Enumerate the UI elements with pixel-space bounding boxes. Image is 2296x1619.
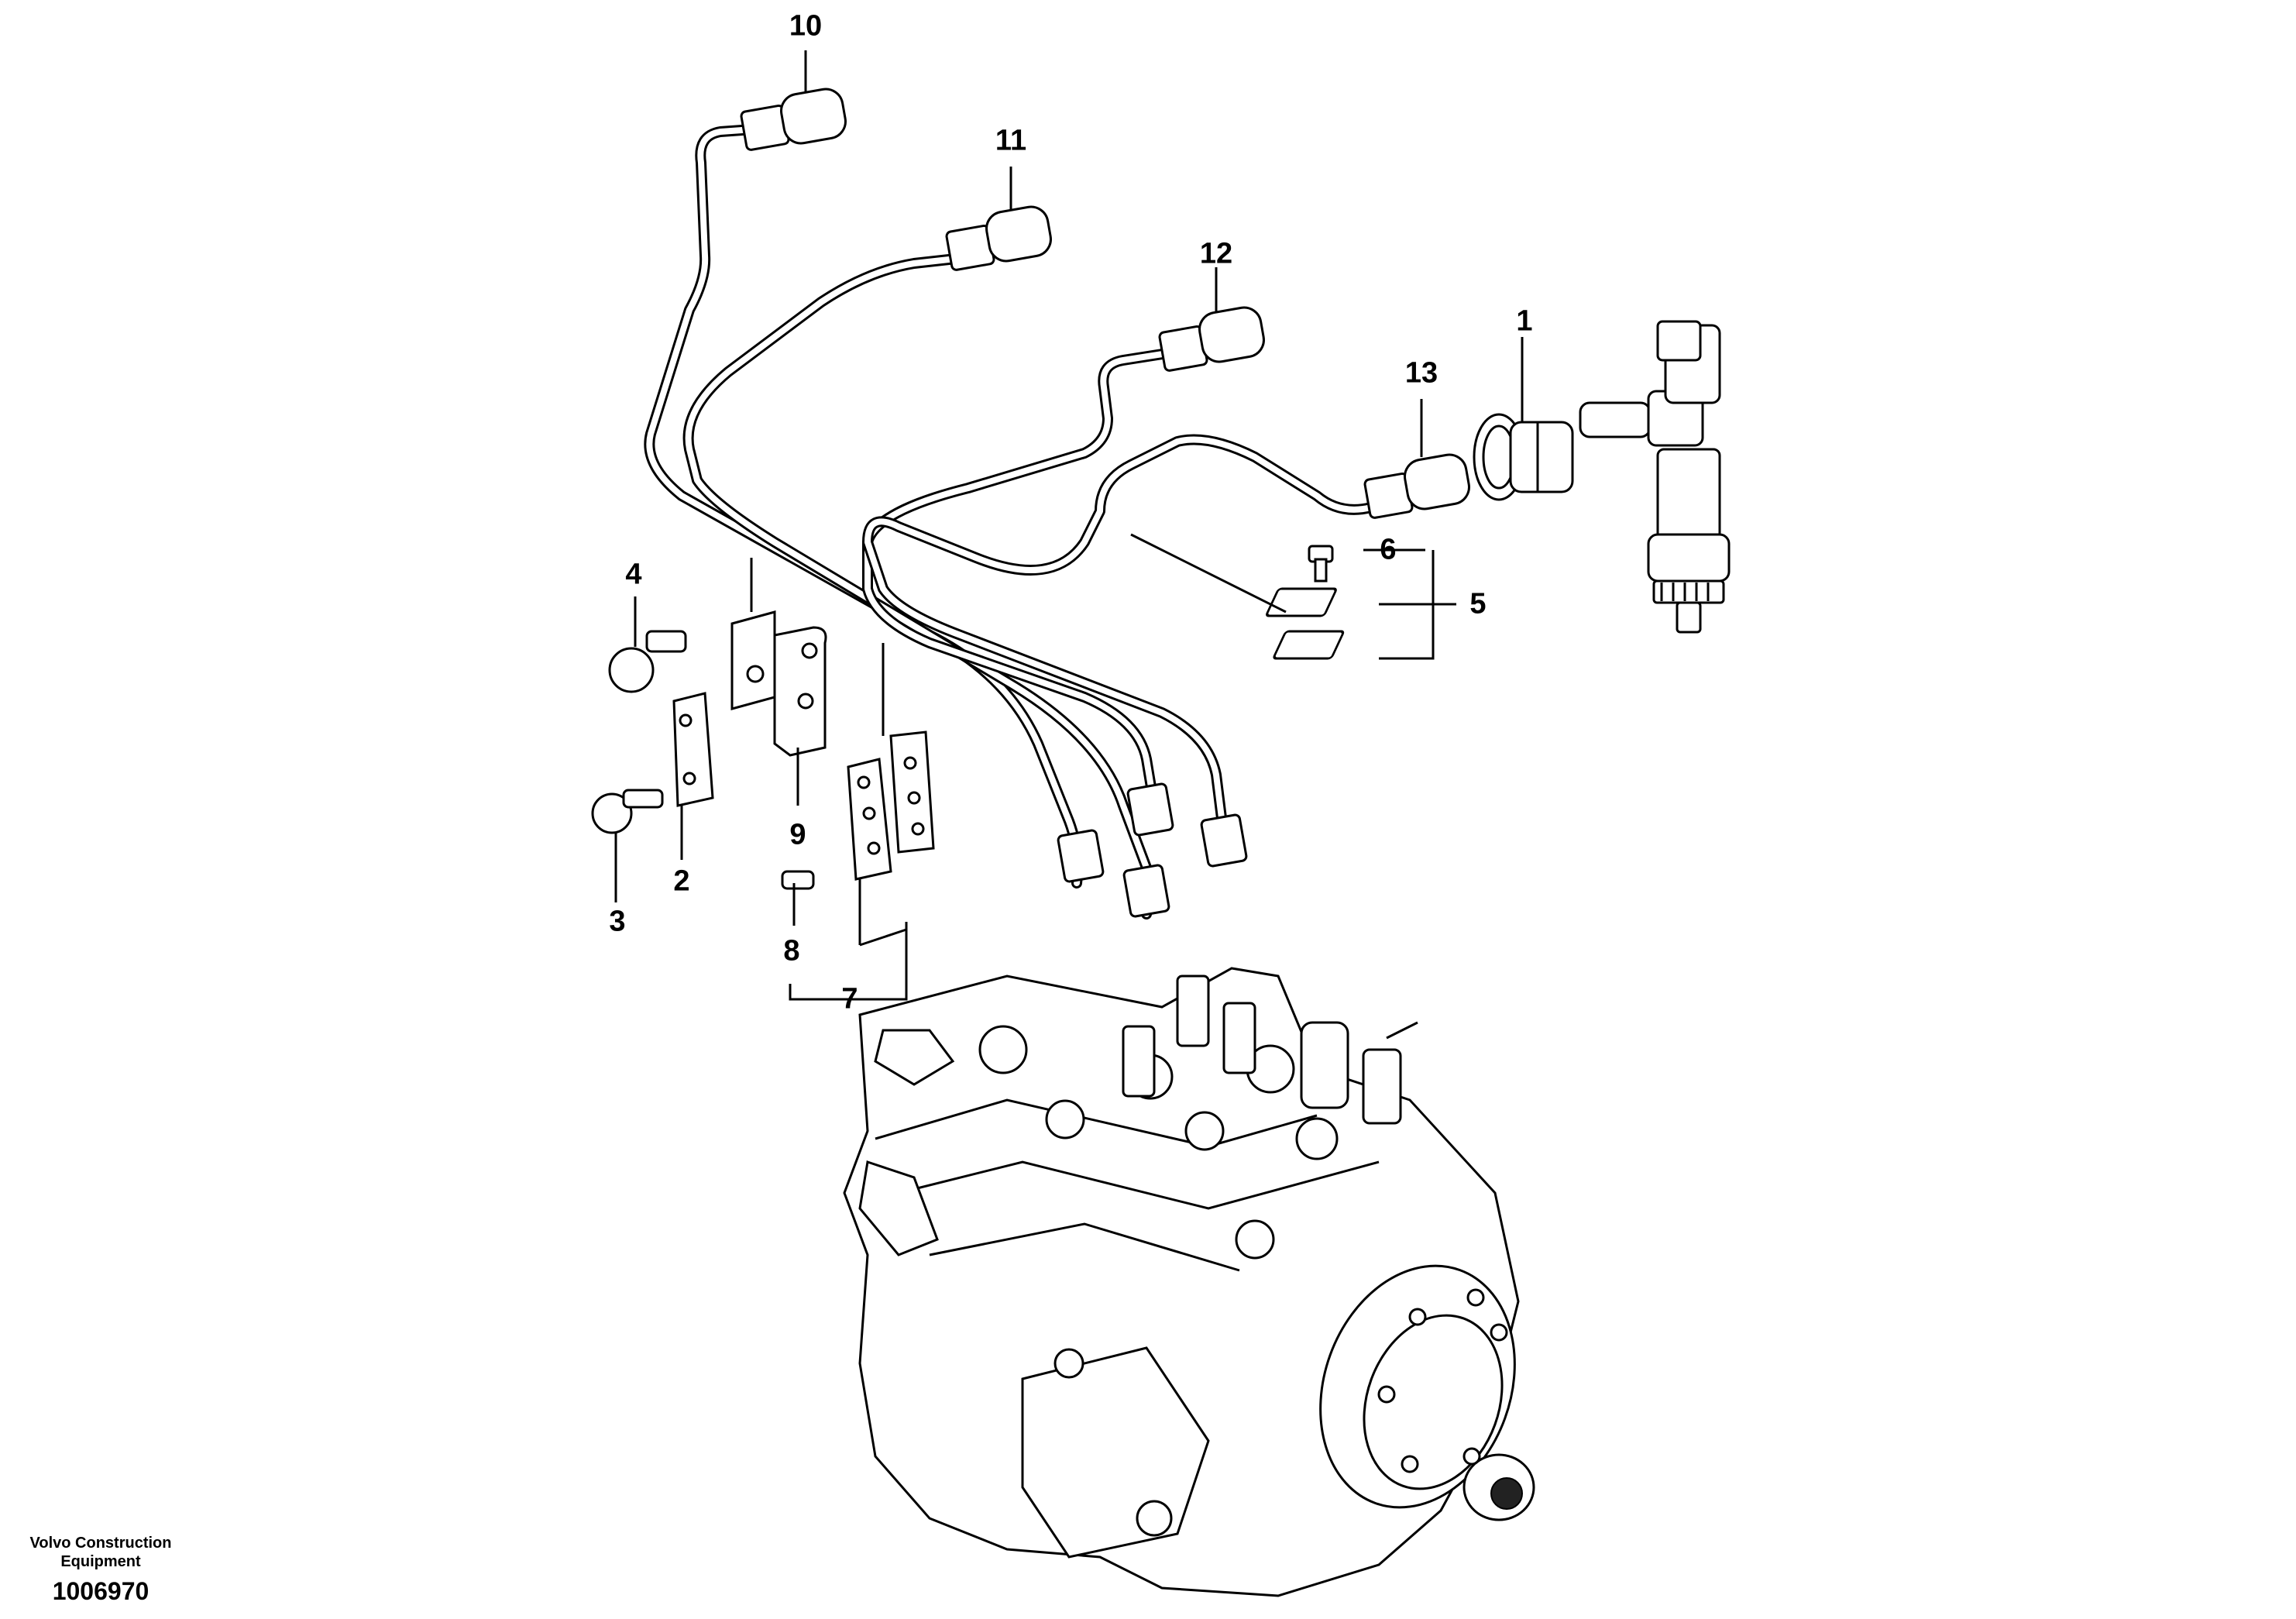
callout-13: 13 bbox=[1404, 356, 1438, 390]
callout-11: 11 bbox=[995, 124, 1027, 157]
pipe-nut-10 bbox=[740, 88, 847, 151]
callout-10: 10 bbox=[789, 9, 823, 43]
clamp-block-7 bbox=[847, 730, 935, 881]
pipe-nut-13 bbox=[1363, 453, 1470, 519]
callout-1: 1 bbox=[1516, 304, 1533, 338]
callout-3: 3 bbox=[609, 905, 626, 938]
clamp-5 bbox=[1266, 545, 1345, 660]
callout-5: 5 bbox=[1469, 587, 1487, 620]
injector bbox=[1579, 320, 1731, 634]
pipe-nut-11 bbox=[945, 205, 1052, 271]
injection-pump bbox=[843, 967, 1535, 1597]
callout-9: 9 bbox=[789, 818, 806, 851]
bracket-9 bbox=[730, 610, 827, 757]
injection-pipes bbox=[644, 122, 1408, 919]
callout-12: 12 bbox=[1199, 237, 1233, 270]
callout-7: 7 bbox=[841, 982, 858, 1016]
pipe-nut-12 bbox=[1158, 306, 1265, 372]
pump-end-nuts bbox=[1057, 782, 1248, 918]
callout-2: 2 bbox=[673, 864, 690, 898]
callout-6: 6 bbox=[1380, 533, 1397, 566]
figure-number: 1006970 bbox=[52, 1577, 150, 1605]
nozzle-holder bbox=[1473, 413, 1574, 501]
brand-line-1: Volvo Construction bbox=[29, 1535, 172, 1552]
brand-caption: Volvo Construction Equipment bbox=[15, 1534, 186, 1571]
callout-4: 4 bbox=[625, 558, 642, 591]
bolts bbox=[591, 630, 815, 890]
brand-line-2: Equipment bbox=[60, 1553, 141, 1570]
leader-lines bbox=[614, 50, 1524, 1001]
clamp-block-2 bbox=[672, 692, 714, 807]
callout-8: 8 bbox=[783, 934, 800, 968]
